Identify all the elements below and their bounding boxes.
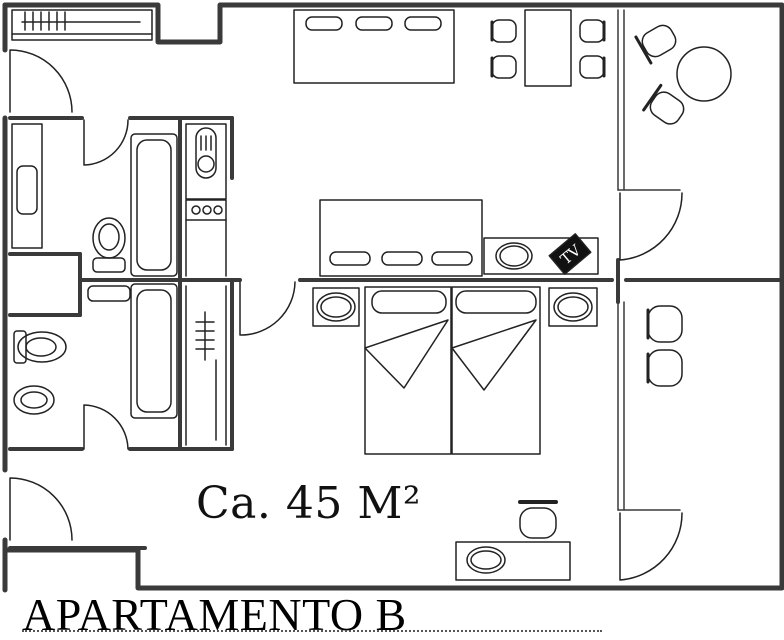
area-label: Ca. 45 M² — [196, 478, 422, 529]
exterior-walls — [2, 2, 784, 593]
plan-title: APARTAMENTO B — [22, 589, 407, 640]
desk — [455, 500, 571, 581]
interior-walls — [8, 9, 784, 550]
wardrobe — [11, 9, 153, 41]
sofa — [293, 9, 455, 84]
twin-beds — [312, 286, 598, 455]
tv-unit — [483, 233, 599, 275]
bathroom-upper — [11, 123, 227, 302]
bathroom-lower — [13, 283, 227, 446]
fine-print-line — [22, 630, 602, 638]
sofa-bed — [319, 199, 483, 277]
door-swings — [9, 49, 683, 581]
balcony-set — [634, 24, 732, 387]
dining-set — [490, 9, 606, 87]
